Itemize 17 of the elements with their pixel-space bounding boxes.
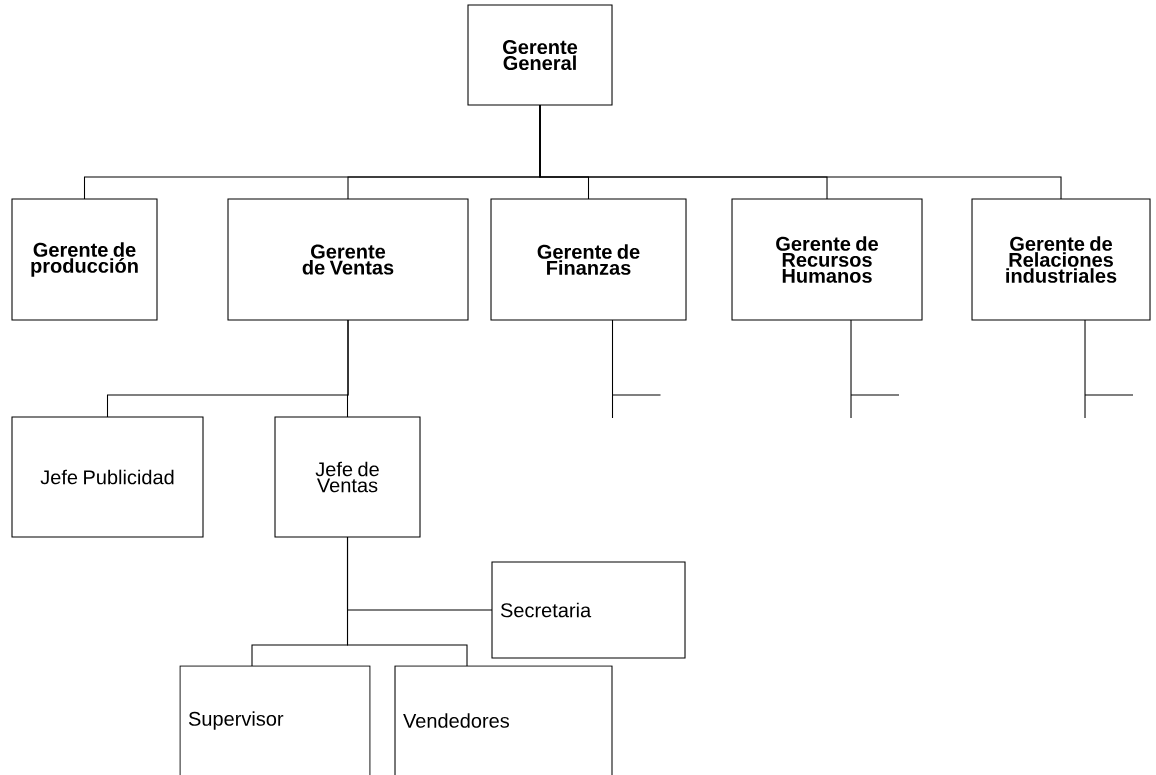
position-box: Gerente de Relaciones industriales — [971, 198, 1151, 321]
connector-line — [539, 104, 1062, 200]
position-box: Gerente de Ventas — [227, 198, 469, 321]
connector-line — [611, 319, 662, 419]
position-box: Jefe de Ventas — [274, 416, 421, 538]
connector-line — [1084, 319, 1134, 419]
connector-line — [346, 319, 349, 418]
position-box: Gerente de Recursos Humanos — [731, 198, 923, 321]
open-box: Vendedores — [394, 665, 613, 775]
position-box: Gerente de Finanzas — [490, 198, 687, 321]
open-box: Supervisor — [179, 665, 371, 775]
position-box: Jefe Publicidad — [11, 416, 204, 538]
position-box: Gerente General — [467, 4, 613, 106]
position-box: Secretaria — [491, 561, 686, 659]
connector-line — [850, 319, 900, 419]
position-box: Gerente de producción — [11, 198, 158, 321]
connector-line — [346, 536, 468, 667]
